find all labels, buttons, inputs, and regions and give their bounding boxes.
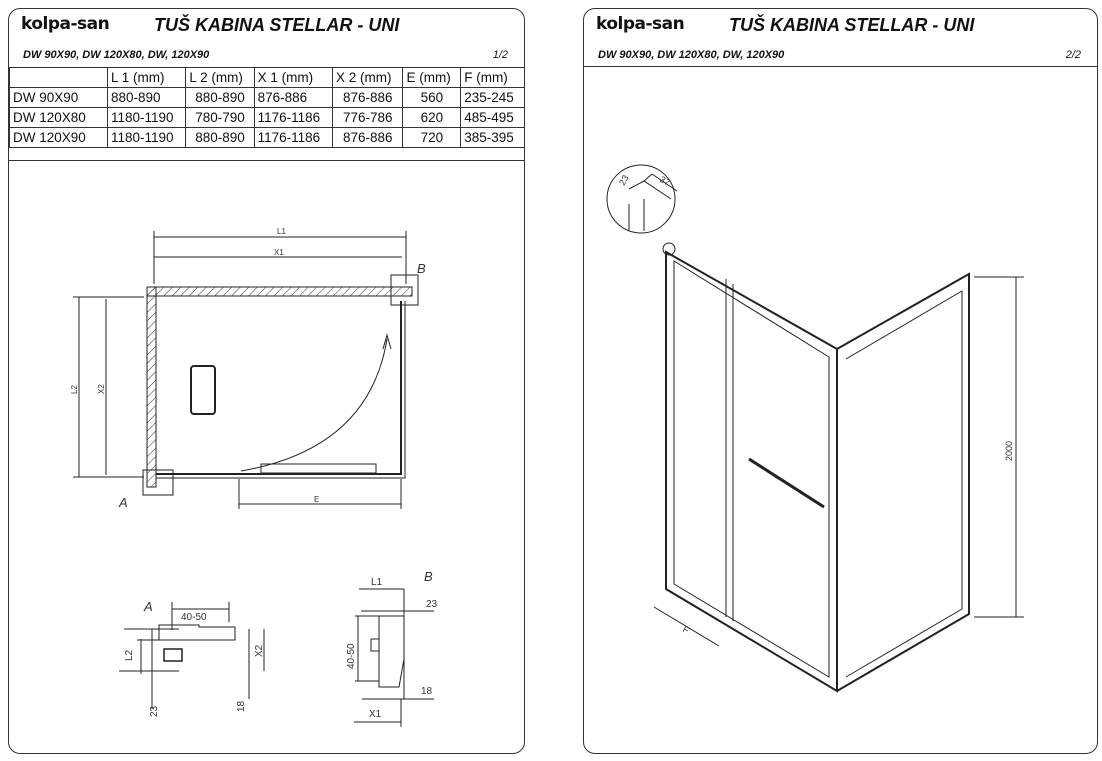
cell: 880-890 (106, 87, 187, 108)
dim-37: 37 (658, 174, 672, 188)
cell: 1180-1190 (106, 107, 187, 128)
cell: 880-890 (185, 127, 255, 148)
divider (9, 160, 524, 161)
wall-top (146, 286, 413, 297)
detail-b-label: B (424, 569, 433, 584)
dimensions-table: L 1 (mm) L 2 (mm) X 1 (mm) X 2 (mm) E (m… (9, 67, 524, 148)
table-row: DW 90X90 880-890 880-890 876-886 876-886… (9, 87, 524, 108)
dim-40-50: 40-50 (181, 612, 207, 623)
door-glass (673, 260, 830, 678)
cell: 235-245 (460, 87, 524, 108)
enclosure-outline-outer (156, 301, 406, 479)
dim-l1: L1 (371, 577, 383, 588)
detail-b: B L1 23 40-50 18 X1 (346, 569, 438, 727)
header-cell: X 1 (mm) (253, 67, 334, 88)
page-number: 1/2 (492, 49, 508, 61)
cell: 620 (402, 107, 462, 128)
header-cell: L 1 (mm) (106, 67, 187, 88)
label-a: A (118, 495, 128, 510)
towel-bar (748, 457, 825, 509)
drain (190, 365, 216, 415)
dim-f: F (681, 624, 691, 636)
dim-l2: L2 (70, 385, 79, 394)
dim-18: 18 (236, 700, 247, 712)
dim-23: 23 (149, 705, 160, 717)
dim-l1: L1 (277, 227, 286, 236)
document-title: TUŠ KABINA STELLAR - UNI (729, 15, 975, 35)
cell: 876-886 (253, 87, 334, 108)
cell: 385-395 (460, 127, 524, 148)
dim-40-50: 40-50 (346, 643, 357, 669)
wall-left (146, 286, 157, 488)
door-swing-arc (240, 338, 388, 472)
detail-marker (662, 242, 676, 256)
door-frame (665, 250, 838, 693)
cell: 876-886 (331, 127, 404, 148)
table-row: DW 120X90 1180-1190 880-890 1176-1186 87… (9, 127, 524, 148)
cell: 876-886 (331, 87, 404, 108)
plan-drawing: L1 X1 L2 X2 E A B A 40-50 L2 X2 23 18 (70, 227, 438, 727)
side-glass (845, 290, 963, 678)
detail-b-box (390, 274, 419, 306)
header-cell: F (mm) (460, 67, 524, 88)
divider (584, 66, 1097, 67)
dim-18: 18 (421, 686, 433, 697)
cell: 780-790 (185, 107, 255, 128)
brand-logo: kolpa-san (596, 14, 685, 34)
detail-circle (606, 164, 676, 234)
dim-x1: X1 (369, 709, 382, 720)
perspective-drawing: 23 37 2000 F (606, 164, 1024, 693)
dim-l2: L2 (124, 649, 135, 661)
detail-a-box (142, 469, 174, 496)
table-header-row: L 1 (mm) L 2 (mm) X 1 (mm) X 2 (mm) E (m… (9, 67, 524, 88)
side-panel (836, 272, 970, 692)
dim-x2: X2 (97, 384, 106, 394)
dim-x2: X2 (254, 644, 265, 657)
models-subtitle: DW 90X90, DW 120X80, DW, 120X90 (598, 49, 785, 61)
table-row: DW 120X80 1180-1190 780-790 1176-1186 77… (9, 107, 524, 128)
models-subtitle: DW 90X90, DW 120X80, DW, 120X90 (23, 49, 210, 61)
page-1: kolpa-san TUŠ KABINA STELLAR - UNI DW 90… (8, 8, 525, 754)
label-b: B (417, 261, 426, 276)
handle (260, 463, 377, 474)
header-cell: L 2 (mm) (185, 67, 255, 88)
cell: 1176-1186 (253, 127, 334, 148)
cell: 1180-1190 (106, 127, 187, 148)
dim-2000: 2000 (1004, 441, 1014, 461)
page-number: 2/2 (1065, 49, 1081, 61)
cell: 1176-1186 (253, 107, 334, 128)
dim-x1: X1 (274, 248, 284, 257)
detail-a-label: A (143, 599, 153, 614)
brand-logo: kolpa-san (21, 14, 110, 34)
cell: DW 90X90 (9, 87, 108, 108)
door-swing-arrow (382, 333, 392, 350)
detail-a: A 40-50 L2 X2 23 18 (119, 599, 265, 717)
cell: DW 120X90 (9, 127, 108, 148)
dim-23: 23 (617, 173, 631, 187)
page-2: kolpa-san TUŠ KABINA STELLAR - UNI DW 90… (583, 8, 1098, 754)
document-title: TUŠ KABINA STELLAR - UNI (154, 15, 400, 35)
enclosure-outline (156, 301, 402, 475)
dim-e: E (314, 495, 319, 504)
dim-23: 23 (426, 599, 438, 610)
